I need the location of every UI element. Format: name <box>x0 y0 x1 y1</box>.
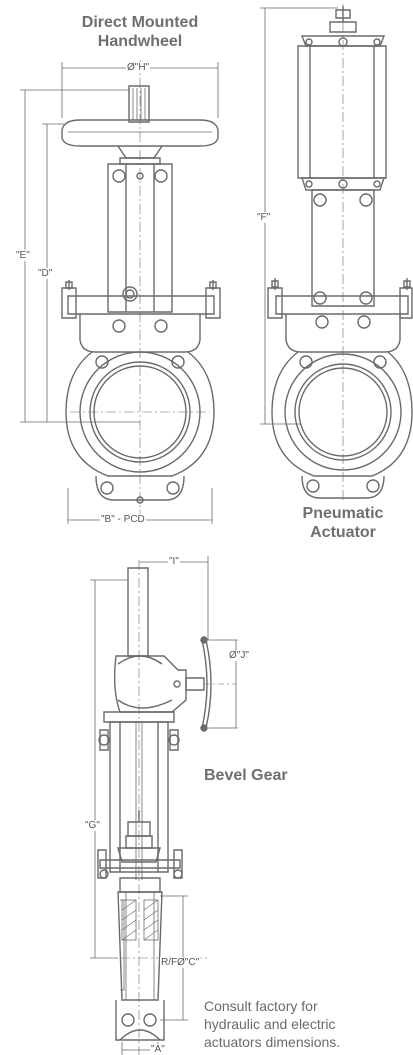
dim-label-G: "G" <box>84 820 101 831</box>
dim-label-F: "F" <box>256 212 272 223</box>
dim-label-C: R/FØ"C" <box>160 957 201 968</box>
handwheel-title: Direct Mounted Handwheel <box>55 13 225 51</box>
dim-label-H: Ø"H" <box>126 62 151 73</box>
handwheel-valve <box>20 60 220 524</box>
dim-label-A: "A" <box>150 1044 166 1055</box>
note-line2: hydraulic and electric <box>204 1016 336 1032</box>
note-line3: actuators dimensions. <box>204 1034 341 1050</box>
pneumatic-title: Pneumatic Actuator <box>283 504 403 542</box>
dim-label-D: "D" <box>37 268 54 279</box>
handwheel-title-line1: Direct Mounted <box>81 14 199 31</box>
dim-label-B: "B" - PCD <box>100 514 146 525</box>
pneumatic-title-line1: Pneumatic <box>302 505 384 522</box>
gearbox <box>115 656 186 712</box>
bevel-body <box>118 892 162 1000</box>
dim-label-I: "I" <box>168 556 180 567</box>
handwheel <box>62 120 218 146</box>
bevel-gear-title: Bevel Gear <box>204 767 288 784</box>
note-line1: Consult factory for <box>204 998 318 1014</box>
pneumatic-valve <box>260 4 412 500</box>
pneumatic-title-line2: Actuator <box>310 524 376 541</box>
bevel-gear-valve <box>90 556 238 1055</box>
dim-label-J: Ø"J" <box>228 650 250 661</box>
consult-factory-note: Consult factory for hydraulic and electr… <box>204 997 340 1051</box>
bevel-stem <box>128 568 148 656</box>
dim-label-E: "E" <box>15 250 31 261</box>
pneumatic-cylinder <box>298 46 386 178</box>
handwheel-title-line2: Handwheel <box>97 33 183 50</box>
handwheel-stem <box>129 86 149 122</box>
